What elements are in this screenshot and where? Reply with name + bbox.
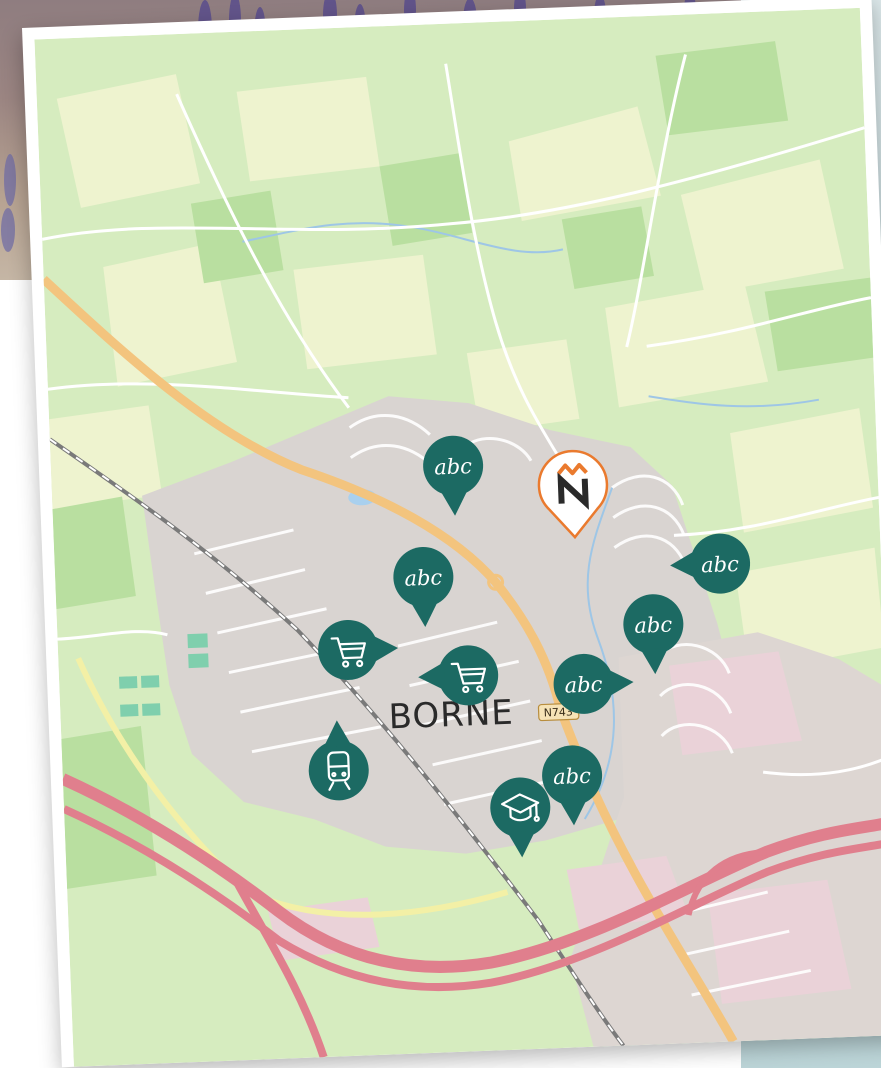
project-location-marker[interactable] xyxy=(537,449,609,540)
shopping-cart-icon xyxy=(330,637,366,668)
abc-marker-3[interactable]: abc xyxy=(669,532,751,595)
train-station-marker[interactable] xyxy=(307,719,370,801)
graduation-cap-icon xyxy=(501,793,540,822)
shopping-cart-icon xyxy=(450,662,487,694)
text-abc-icon: abc xyxy=(404,565,443,590)
project-logo-icon xyxy=(556,462,589,510)
text-abc-icon: abc xyxy=(434,454,473,479)
abc-marker-4[interactable]: abc xyxy=(622,593,685,675)
text-abc-icon: abc xyxy=(564,672,603,697)
train-icon xyxy=(327,751,351,791)
abc-marker-1[interactable]: abc xyxy=(422,435,485,517)
abc-marker-5[interactable]: abc xyxy=(552,652,634,715)
map-canvas[interactable]: BORNE N743 abc abc abc abc abc ab xyxy=(34,7,881,1067)
town-label: BORNE xyxy=(388,693,514,738)
text-abc-icon: abc xyxy=(634,612,673,637)
text-abc-icon: abc xyxy=(701,552,740,577)
shopping-marker-1[interactable] xyxy=(317,618,399,681)
abc-marker-6[interactable]: abc xyxy=(541,744,604,826)
map-card: BORNE N743 abc abc abc abc abc ab xyxy=(22,0,881,1068)
text-abc-icon: abc xyxy=(553,764,592,789)
svg-text:N743: N743 xyxy=(543,705,573,719)
abc-marker-2[interactable]: abc xyxy=(392,546,455,628)
shopping-marker-2[interactable] xyxy=(417,644,499,707)
school-marker[interactable] xyxy=(489,776,552,858)
